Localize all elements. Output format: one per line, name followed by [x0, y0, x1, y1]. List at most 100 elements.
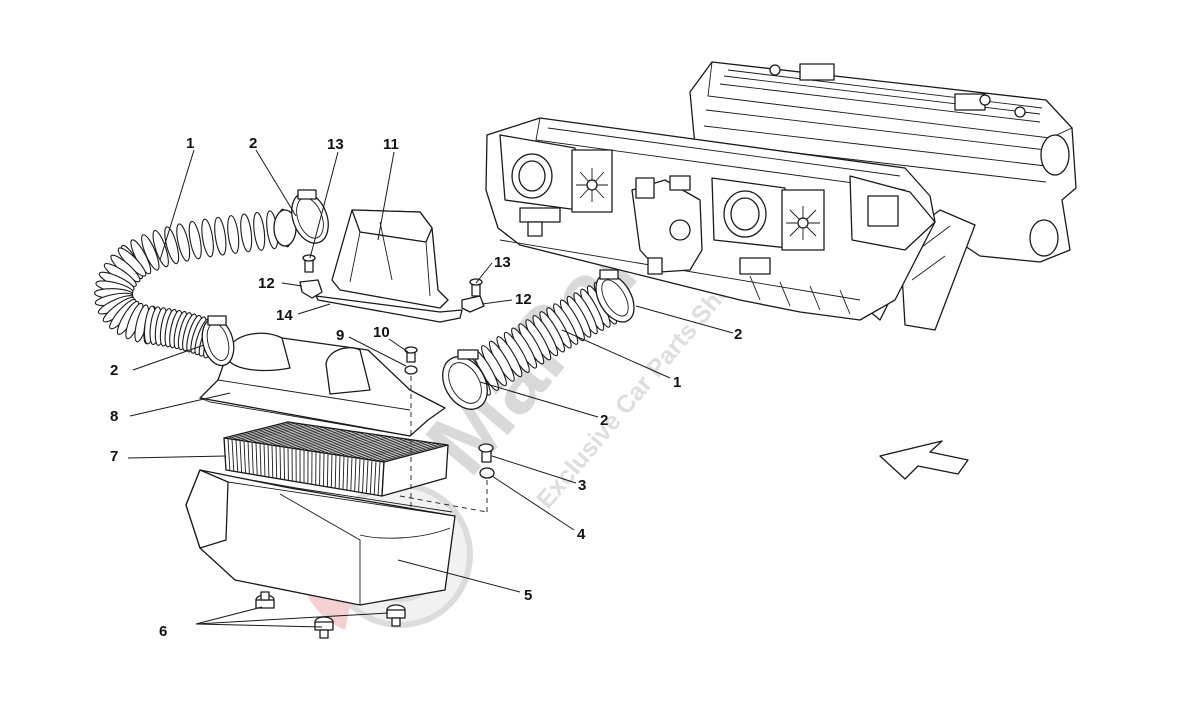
filter-pleat: [275, 445, 278, 479]
filter-pleat: [259, 426, 325, 444]
filter-pleat: [327, 436, 393, 455]
filter-pleat: [239, 440, 243, 473]
callout-10: 10: [373, 324, 390, 341]
filter-pleat: [323, 452, 325, 487]
filter-pleat: [365, 459, 369, 494]
filter-pleat: [223, 421, 289, 439]
filter-pleat: [319, 435, 385, 453]
screw-13-left: [302, 254, 316, 273]
filter-pleat: [299, 432, 365, 450]
filter-pleat: [231, 439, 235, 472]
filter-pleat: [311, 434, 377, 452]
filter-pleat: [287, 430, 353, 449]
filter-pleat: [346, 456, 349, 491]
filter-pleat: [247, 441, 250, 474]
filter-pleat: [371, 442, 437, 461]
hose-clamp-left: [201, 315, 235, 367]
bracket-12-left: [299, 279, 323, 299]
filter-pleat: [315, 434, 381, 453]
filter-pleat: [283, 430, 349, 448]
rubber-mount: [314, 616, 334, 639]
rubber-mount: [386, 604, 406, 627]
left-intake-hose: [94, 208, 297, 359]
throttle-body-left: [499, 134, 613, 237]
callout-1-top: 1: [186, 135, 194, 152]
hose-rib: [201, 218, 214, 258]
filter-pleat: [235, 423, 301, 441]
bracket-12-right: [461, 295, 485, 313]
callout-14: 14: [276, 307, 293, 324]
filter-box-lower: [185, 469, 456, 606]
filter-pleat: [350, 457, 353, 491]
filter-pleat: [255, 442, 258, 476]
filter-pleat: [263, 443, 266, 477]
callout-13-right: 13: [494, 254, 511, 271]
filter-pleat: [342, 455, 345, 490]
filter-pleat: [267, 427, 333, 446]
callout-2-right: 2: [734, 326, 742, 343]
washer-4: [479, 467, 495, 479]
callout-3: 3: [578, 477, 586, 494]
hose-rib: [152, 229, 169, 268]
filter-pleat: [383, 444, 449, 463]
filter-pleat: [355, 440, 421, 459]
callout-6: 6: [159, 623, 167, 640]
callout-12-right: 12: [515, 291, 532, 308]
filter-pleat: [271, 428, 337, 446]
filter-pleat: [259, 443, 262, 476]
hose-rib: [214, 216, 227, 256]
filter-pleat: [381, 461, 385, 497]
filter-pleat: [358, 458, 361, 493]
filter-pleat: [334, 454, 337, 489]
callout-labels: 1 2 13 11 12 14 9 10 13 12 2 2 1 8 2 7 3…: [110, 135, 742, 640]
filter-pleat: [227, 422, 293, 440]
callout-13-left: 13: [327, 136, 344, 153]
filter-pleat: [307, 433, 373, 452]
filter-pleat: [267, 444, 270, 478]
assembly-lines: [399, 376, 488, 530]
filter-pleat: [363, 441, 429, 460]
filter-pleat: [331, 437, 397, 455]
filter-pleat: [377, 461, 381, 496]
filter-pleat: [271, 445, 274, 478]
filter-pleat: [347, 439, 413, 458]
filter-pleat: [235, 439, 239, 472]
filter-pleat: [330, 454, 333, 488]
air-filter-element: [223, 421, 449, 497]
screw-3: [478, 443, 494, 463]
filter-pleat: [375, 443, 441, 462]
callout-11: 11: [383, 136, 399, 153]
screw-10: [404, 346, 418, 363]
filter-pleat: [367, 442, 433, 461]
filter-pleat: [263, 427, 329, 445]
filter-pleat: [283, 446, 285, 480]
filter-pleat: [275, 429, 341, 447]
hose-clamp-right: [442, 349, 488, 410]
filter-pleat: [343, 438, 409, 457]
filter-pleat: [247, 424, 313, 443]
callout-2-lower: 2: [600, 412, 608, 429]
filter-pleat: [351, 439, 417, 458]
rubber-mount: [255, 591, 275, 609]
filter-pleat: [251, 442, 254, 475]
filter-pleat: [223, 437, 227, 471]
filter-pleat: [369, 460, 373, 495]
filter-box-cover: [199, 332, 446, 437]
hose-rib: [176, 223, 191, 262]
callout-2-left: 2: [110, 362, 118, 379]
hose-rib: [253, 211, 266, 251]
filter-pleat: [362, 458, 365, 493]
hose-rib: [188, 220, 202, 260]
filter-pleat: [303, 433, 369, 451]
filter-pleat: [339, 438, 405, 456]
filter-pleat: [326, 453, 329, 487]
callout-12-left: 12: [258, 275, 275, 292]
callout-5: 5: [524, 587, 532, 604]
filter-pleat: [227, 438, 231, 471]
callout-8: 8: [110, 408, 118, 425]
engine-assembly: [485, 61, 1077, 331]
filter-pleat: [243, 424, 309, 442]
hose-rib: [240, 213, 253, 253]
screw-13-right: [469, 278, 483, 297]
callout-7: 7: [110, 448, 118, 465]
